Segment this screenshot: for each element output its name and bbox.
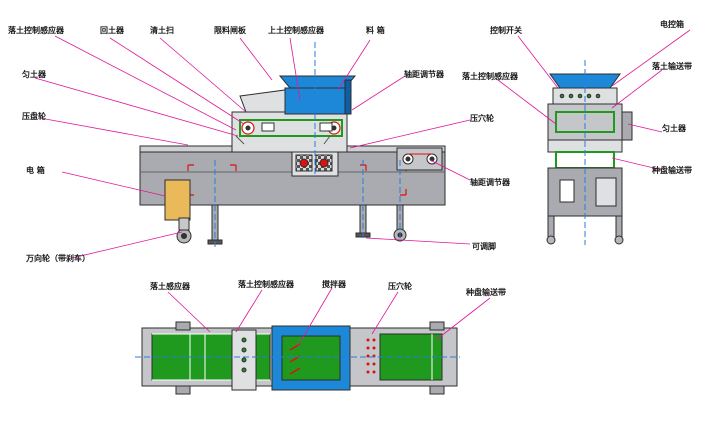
label-press-roller: 压盘轮: [22, 111, 46, 121]
label-electric-box: 电 箱: [26, 165, 45, 175]
hopper-top: [278, 75, 357, 89]
top-leaders: [167, 287, 491, 347]
label-top-soil-sensor-ctrl: 落土控制感应器: [238, 279, 294, 289]
label-press-hole: 压穴轮: [470, 113, 494, 123]
label-stirrer: 搅拌器: [322, 279, 346, 289]
label-control-switch: 控制开关: [490, 25, 522, 35]
label-control-box: 电控箱: [660, 19, 684, 29]
label-front-leveler: 匀土器: [662, 123, 686, 133]
label-soil-conveyor: 落土输送带: [652, 61, 692, 71]
label-hopper: 料 箱: [366, 25, 385, 35]
label-soil-sensor-ctrl: 落土控制感应器: [8, 25, 64, 35]
side-leaders: [34, 35, 471, 259]
front-leaders: [497, 29, 691, 171]
label-soil-sweep: 清土扫: [150, 25, 174, 35]
soil-belt: [239, 119, 343, 137]
label-soil-return: 回土器: [100, 25, 124, 35]
label-front-sensor-ctrl: 落土控制感应器: [462, 71, 518, 81]
top-view: [135, 321, 460, 395]
label-soil-valve: 限料闸板: [214, 25, 246, 35]
label-adjust-foot: 可调脚: [472, 241, 496, 251]
label-top-press-hole: 压穴轮: [388, 281, 412, 291]
label-top-soil-sensor: 落土感应器: [150, 281, 190, 291]
side-view: [139, 42, 446, 248]
label-front-tray-conveyor: 种盘输送带: [652, 165, 692, 175]
label-top-tray-conveyor: 种盘输送带: [466, 287, 506, 297]
label-soil-leveler: 匀土器: [22, 69, 46, 79]
label-adjust-device: 轴距调节器: [470, 177, 510, 187]
electric-box: [164, 179, 191, 221]
front-view: [546, 60, 633, 245]
label-height-adjuster: 轴距调节器: [404, 69, 444, 79]
label-caster: 万向轮（带刹车）: [26, 253, 90, 263]
label-upper-soil-sensor: 上土控制感应器: [268, 25, 324, 35]
